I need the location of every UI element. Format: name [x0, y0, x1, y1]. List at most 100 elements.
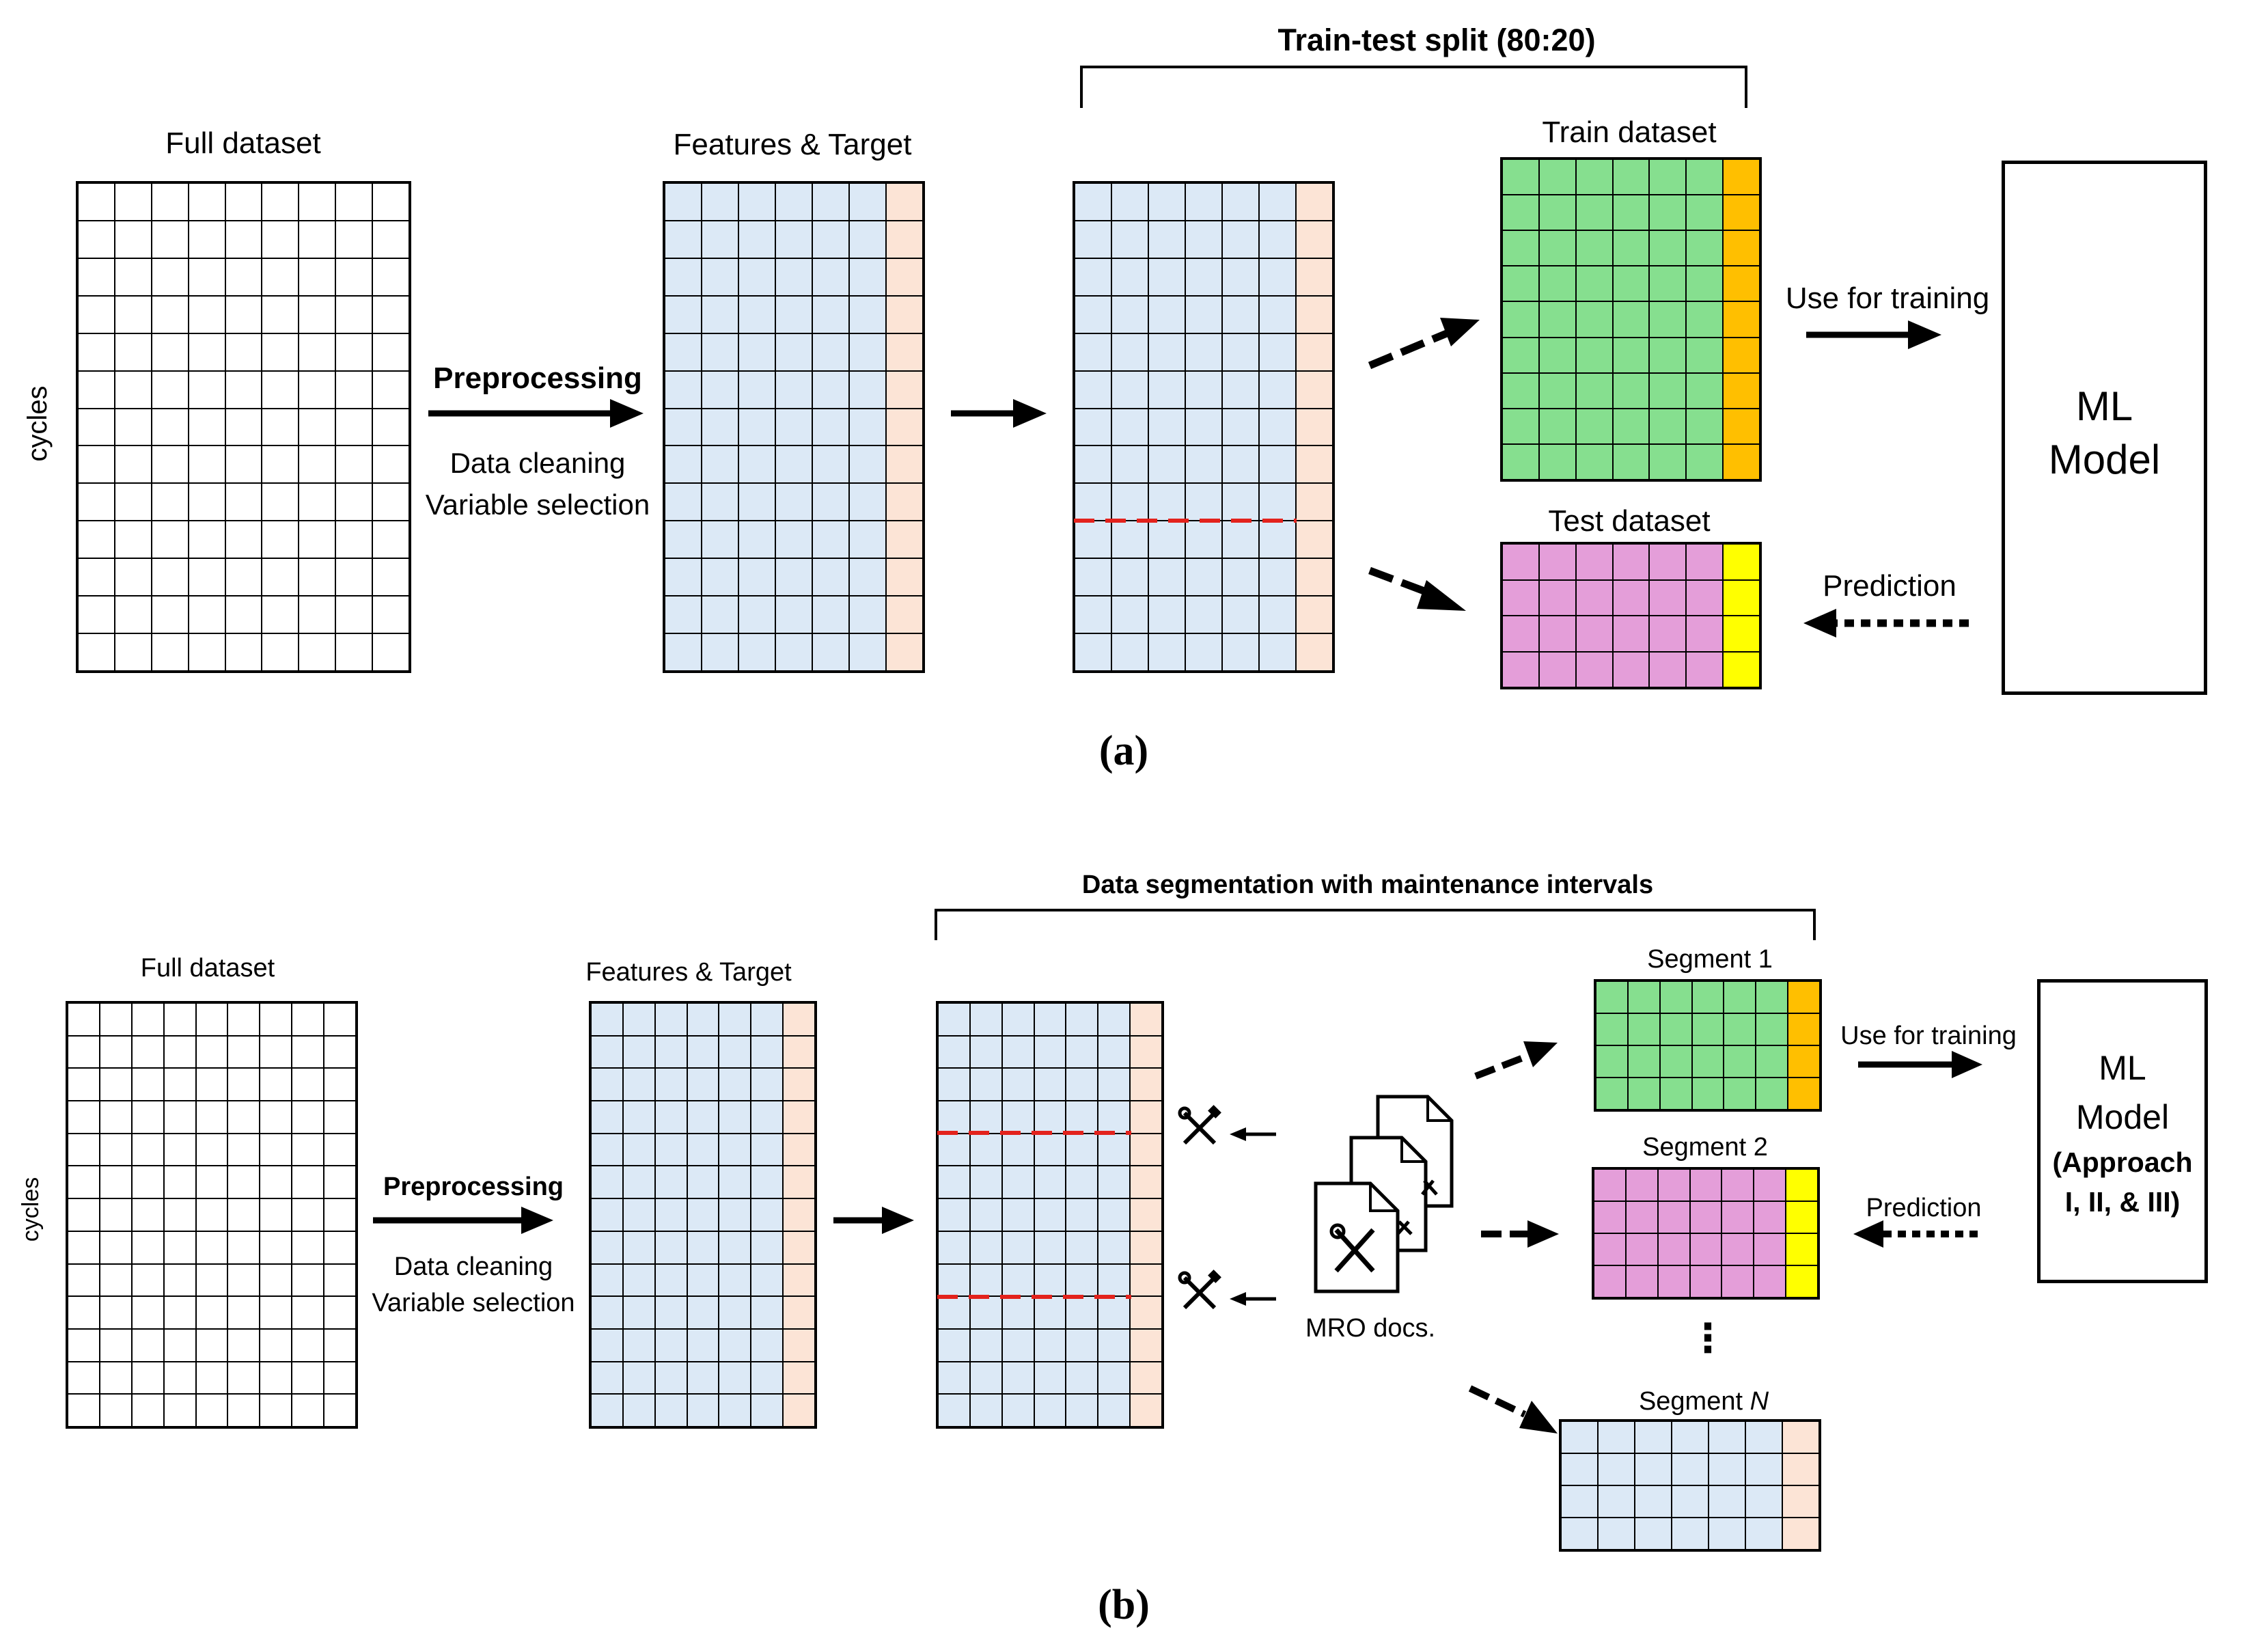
preprocessing-label-b: Preprocessing	[383, 1172, 564, 1201]
feature-cell	[1075, 258, 1111, 296]
feature-cell	[68, 1133, 100, 1166]
feature-cell	[775, 521, 812, 559]
feature-cell	[151, 558, 189, 596]
target-cell	[1296, 370, 1333, 409]
feature-cell	[1594, 1265, 1626, 1298]
feature-cell	[1538, 579, 1576, 616]
feature-cell	[1721, 1233, 1754, 1265]
feature-cell	[195, 1296, 228, 1329]
feature-cell	[1075, 408, 1111, 446]
feature-cell	[1612, 443, 1650, 480]
feature-cell	[131, 1035, 164, 1069]
to-test-dashed-arrow	[1368, 566, 1435, 599]
approach-line2: I, II, & III)	[2064, 1186, 2181, 1218]
feature-cell	[1148, 521, 1185, 559]
feature-cell	[1657, 1233, 1690, 1265]
feature-cell	[99, 1068, 132, 1101]
feature-cell	[188, 483, 225, 521]
feature-cell	[131, 1166, 164, 1199]
feature-cell	[292, 1328, 324, 1362]
feature-cell	[151, 596, 189, 634]
feature-cell	[1561, 1518, 1598, 1550]
feature-cell	[68, 1198, 100, 1231]
feature-cell	[969, 1133, 1002, 1166]
feature-cell	[151, 183, 189, 221]
feature-cell	[188, 596, 225, 634]
feature-cell	[702, 558, 738, 596]
feature-cell	[299, 408, 336, 446]
feature-cell	[78, 258, 115, 296]
feature-cell	[324, 1133, 356, 1166]
feature-cell	[1502, 159, 1539, 195]
target-cell	[1782, 1453, 1819, 1485]
feature-cell	[738, 295, 775, 333]
feature-cell	[195, 1101, 228, 1134]
feature-cell	[227, 1003, 260, 1036]
prediction-arrowhead	[1803, 609, 1836, 637]
feature-cell	[738, 408, 775, 446]
feature-cell	[78, 220, 115, 258]
feature-cell	[372, 295, 409, 333]
feature-cell	[969, 1231, 1002, 1264]
feature-cell	[719, 1296, 751, 1329]
feature-cell	[131, 1003, 164, 1036]
target-cell	[1723, 544, 1760, 580]
feature-cell	[1148, 596, 1185, 634]
feature-cell	[131, 1231, 164, 1264]
feature-cell	[1625, 1169, 1658, 1201]
feature-cell	[1066, 1035, 1098, 1069]
feature-cell	[324, 1003, 356, 1036]
full-dataset-grid-b	[66, 1001, 358, 1429]
feature-cell	[225, 370, 262, 409]
feature-cell	[1709, 1453, 1745, 1485]
feature-cell	[260, 1166, 292, 1199]
feature-cell	[1185, 333, 1222, 371]
feature-cell	[1612, 195, 1650, 231]
target-cell	[1296, 183, 1333, 221]
feature-cell	[1259, 596, 1296, 634]
feature-cell	[849, 408, 886, 446]
feature-cell	[1649, 651, 1687, 687]
train-test-split-label: Train-test split (80:20)	[1277, 23, 1596, 57]
feature-cell	[719, 1263, 751, 1297]
feature-cell	[1686, 337, 1724, 373]
feature-cell	[335, 633, 373, 671]
feature-cell	[1691, 1078, 1724, 1110]
feature-cell	[225, 333, 262, 371]
feature-cell	[702, 370, 738, 409]
feature-cell	[163, 1003, 196, 1036]
preprocessing-arrowhead	[610, 399, 644, 428]
feature-cell	[1259, 483, 1296, 521]
feature-cell	[622, 1166, 655, 1199]
feature-cell	[1098, 1068, 1131, 1101]
feature-cell	[1075, 220, 1111, 258]
feature-cell	[260, 1133, 292, 1166]
feature-cell	[1001, 1394, 1034, 1427]
feature-cell	[68, 1394, 100, 1427]
feature-cell	[1538, 443, 1576, 480]
feature-cell	[665, 370, 702, 409]
feature-cell	[1657, 1265, 1690, 1298]
feature-cell	[1185, 295, 1222, 333]
feature-cell	[1222, 183, 1259, 221]
feature-cell	[702, 483, 738, 521]
target-cell	[783, 1328, 815, 1362]
feature-cell	[131, 1068, 164, 1101]
feature-cell	[372, 558, 409, 596]
feature-cell	[227, 1068, 260, 1101]
feature-cell	[687, 1296, 719, 1329]
feature-cell	[1066, 1231, 1098, 1264]
feature-cell	[292, 1101, 324, 1134]
feature-cell	[195, 1198, 228, 1231]
feature-cell	[68, 1166, 100, 1199]
target-cell	[1723, 372, 1760, 409]
full-dataset-label-b: Full dataset	[140, 954, 275, 983]
feature-cell	[1111, 183, 1148, 221]
feature-cell	[262, 333, 299, 371]
panel-a-caption: (a)	[1098, 728, 1149, 774]
feature-cell	[114, 258, 152, 296]
target-cell	[783, 1394, 815, 1427]
feature-cell	[131, 1394, 164, 1427]
feature-cell	[324, 1198, 356, 1231]
feature-cell	[702, 258, 738, 296]
